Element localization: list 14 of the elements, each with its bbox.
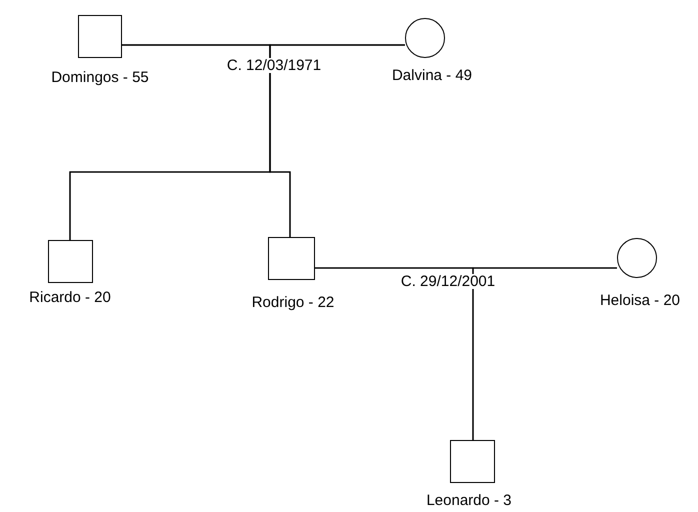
male-square (268, 237, 315, 280)
male-square (48, 240, 93, 283)
male-square (450, 440, 495, 483)
family-line (269, 44, 405, 237)
person-name: Rodrigo - 22 (252, 295, 334, 310)
male-square (78, 15, 122, 58)
person-name: Leonardo - 3 (426, 493, 512, 508)
family-line (472, 267, 617, 440)
person-name: Domingos - 55 (51, 70, 149, 85)
marriage-date: C. 12/03/1971 (226, 58, 322, 73)
person-name: Ricardo - 20 (29, 290, 111, 305)
person-name: Heloisa - 20 (600, 293, 680, 308)
person-name: Dalvina - 49 (392, 68, 472, 83)
marriage-date: C. 29/12/2001 (400, 274, 496, 289)
